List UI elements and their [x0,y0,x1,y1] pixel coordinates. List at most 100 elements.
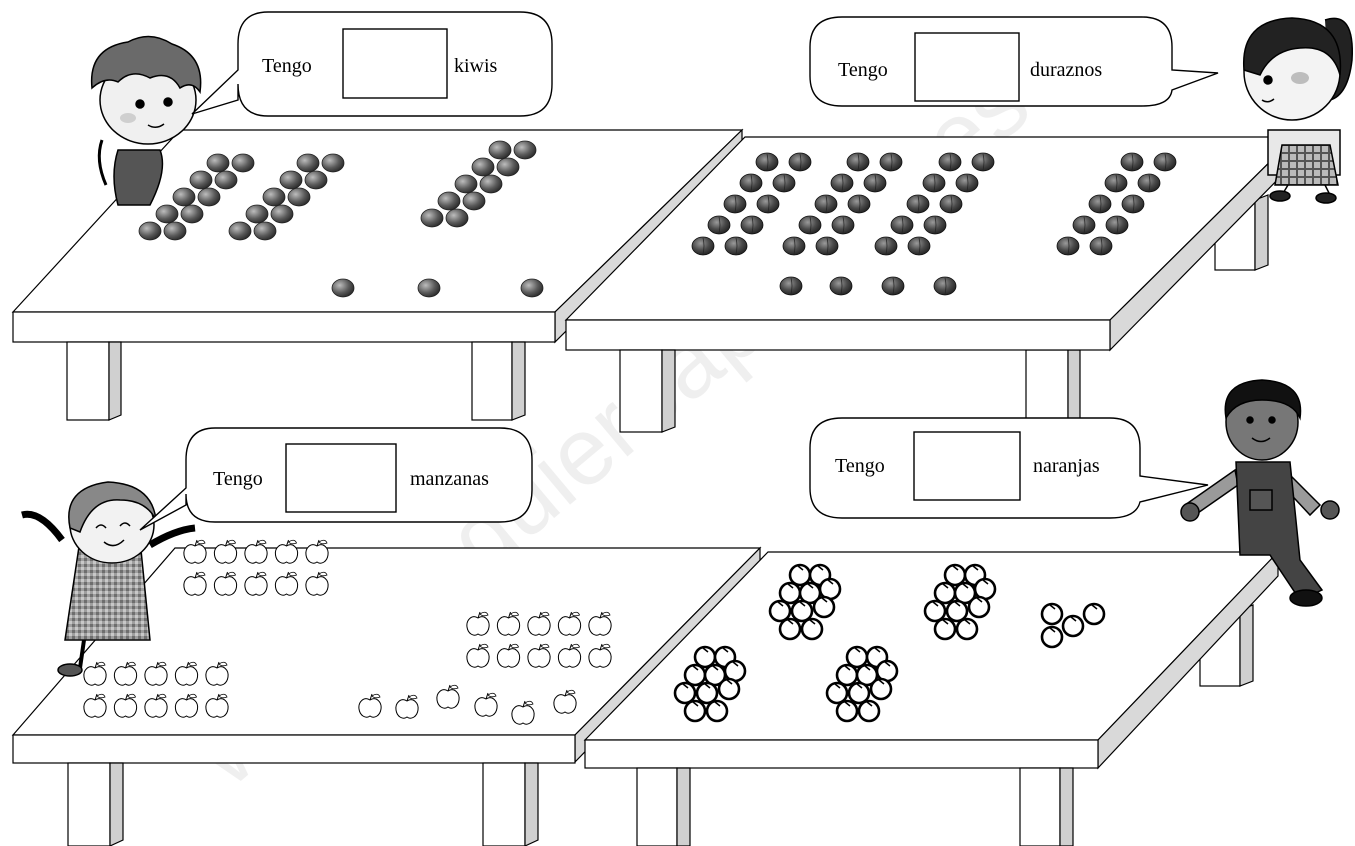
naranja-icon [1061,614,1085,638]
durazno-icon [829,276,853,296]
kiwi-icon [228,221,252,241]
answer-box-naranjas[interactable] [913,431,1021,501]
answer-box-duraznos[interactable] [914,32,1020,102]
manzana-icon [511,700,535,725]
kiwi-icon [262,187,286,207]
naranja-icon [778,581,802,605]
naranja-icon [967,595,991,619]
kiwi-icon [214,170,238,190]
kiwi-icon [172,187,196,207]
durazno-icon [798,215,822,235]
naranja-icon [955,617,979,641]
manzana-icon [588,611,612,636]
manzana-icon [395,694,419,719]
durazno-icon [755,152,779,172]
manzana-icon [213,539,238,564]
naranja-icon [673,681,697,705]
naranja-icon [1040,625,1064,649]
naranja-icon [800,617,824,641]
manzana-icon [174,693,199,718]
durazno-icon [788,152,812,172]
durazno-icon [863,173,887,193]
manzana-icon [358,693,382,718]
kiwi-icon [231,153,255,173]
durazno-icon [939,194,963,214]
manzana-icon [305,571,329,596]
kiwi-icon [454,174,478,194]
durazno-icon [890,215,914,235]
naranja-icon [778,617,802,641]
naranja-icon [825,681,849,705]
manzana-icon [274,571,299,596]
kiwi-icon [197,187,221,207]
bubble-manzanas-prefix: Tengo [213,468,263,490]
kiwi-icon [488,140,512,160]
durazno-icon [906,194,930,214]
bubble-duraznos-prefix: Tengo [838,59,888,81]
manzana-icon [274,539,299,564]
manzana-icon [144,661,168,686]
answer-box-kiwis[interactable] [342,28,448,99]
naranja-group [673,563,1106,723]
bubble-duraznos-fruit: duraznos [1030,59,1102,81]
kiwi-icon [420,208,444,228]
durazno-icon [830,173,854,193]
durazno-icon [879,152,903,172]
kiwi-icon [304,170,328,190]
durazno-icon [723,194,747,214]
naranja-icon [923,599,947,623]
naranja-icon [847,681,871,705]
kiwi-icon [163,221,187,241]
kiwi-icon [437,191,461,211]
kiwi-icon [462,191,486,211]
manzana-group [83,539,612,725]
kiwi-icon [513,140,537,160]
durazno-icon [847,194,871,214]
manzana-icon [436,684,460,709]
naranja-icon [945,599,969,623]
manzana-icon [83,693,107,718]
naranja-icon [705,699,729,723]
durazno-icon [1088,194,1112,214]
durazno-icon [815,236,839,256]
durazno-group [691,152,1177,296]
naranja-icon [933,581,957,605]
durazno-icon [1120,152,1144,172]
kiwi-icon [270,204,294,224]
durazno-icon [1153,152,1177,172]
kiwi-icon [520,278,544,298]
naranja-icon [695,681,719,705]
kiwi-icon [479,174,503,194]
manzana-icon [113,693,138,718]
kiwi-icon [331,278,355,298]
manzana-icon [557,611,582,636]
manzana-icon [557,643,582,668]
manzana-icon [474,692,498,717]
durazno-icon [874,236,898,256]
naranja-icon [875,659,899,683]
durazno-icon [971,152,995,172]
durazno-icon [740,215,764,235]
durazno-icon [881,276,905,296]
kiwi-icon [287,187,311,207]
manzana-icon [205,661,229,686]
durazno-icon [814,194,838,214]
speech-bubble-manzanas: Tengo manzanas [139,427,533,531]
durazno-icon [1121,194,1145,214]
durazno-icon [1105,215,1129,235]
durazno-icon [831,215,855,235]
durazno-icon [1089,236,1113,256]
manzana-icon [305,539,329,564]
answer-box-manzanas[interactable] [285,443,397,513]
kiwi-icon [206,153,230,173]
naranja-icon [835,699,859,723]
kiwi-icon [245,204,269,224]
manzana-icon [244,571,268,596]
bubble-naranjas-fruit: naranjas [1033,455,1100,477]
naranja-icon [933,617,957,641]
durazno-icon [724,236,748,256]
kiwi-icon [321,153,345,173]
kiwi-icon [279,170,303,190]
naranja-icon [683,699,707,723]
kiwi-icon [138,221,162,241]
